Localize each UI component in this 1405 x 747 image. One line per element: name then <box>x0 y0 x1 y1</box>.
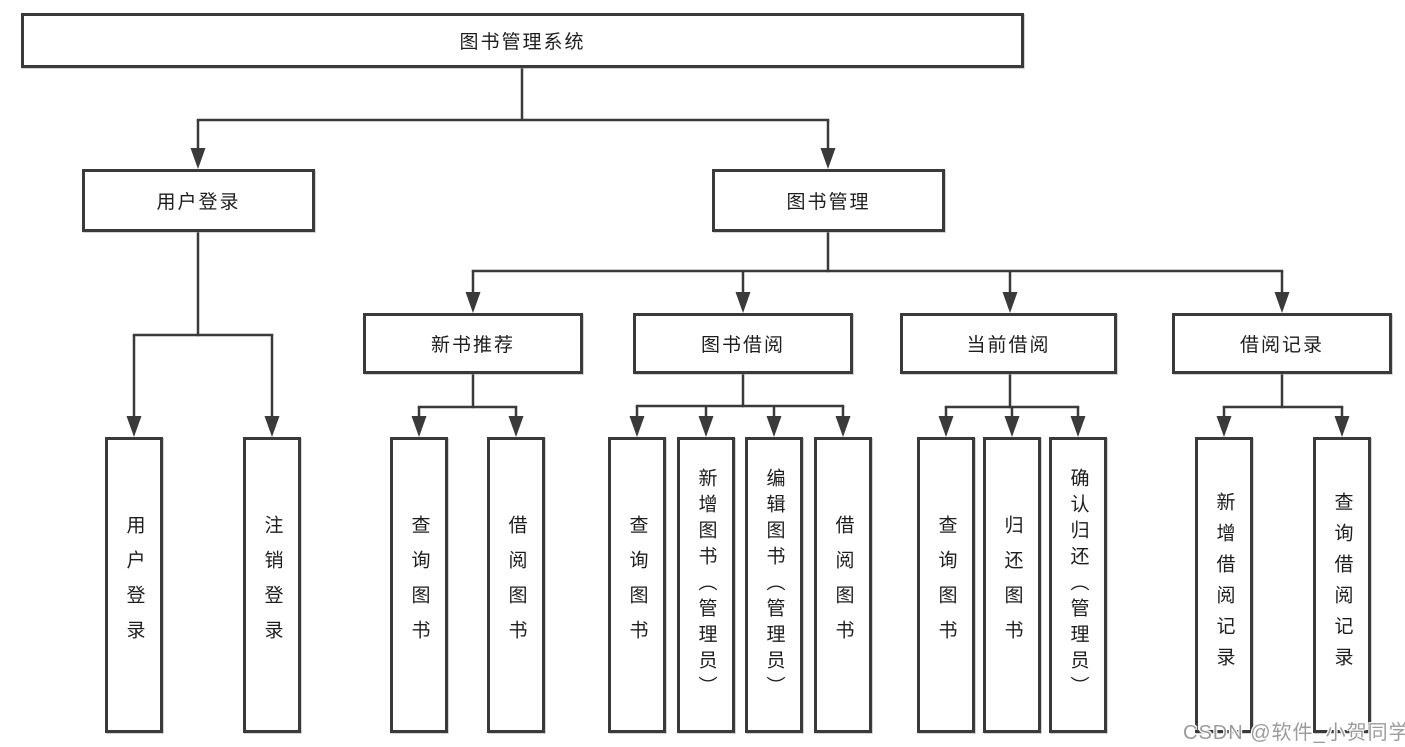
leaf-query-books-2: 查询图书 <box>608 437 666 733</box>
leaf-query-books-3: 查询图书 <box>917 437 975 733</box>
arrowheads <box>126 148 1350 437</box>
leaf-return-books: 归还图书 <box>983 437 1041 733</box>
leaf-borrow-books-2: 借阅图书 <box>814 437 872 733</box>
leaf-add-book-admin: 新增图书（管理员） <box>677 437 735 733</box>
leaf-add-borrow-record: 新增借阅记录 <box>1195 437 1253 733</box>
node-root-system: 图书管理系统 <box>21 13 1024 68</box>
node-new-book-recommend: 新书推荐 <box>363 313 583 374</box>
node-book-management: 图书管理 <box>712 169 945 232</box>
leaf-edit-book-admin: 编辑图书（管理员） <box>745 437 803 733</box>
node-user-login: 用户登录 <box>82 169 315 232</box>
leaf-query-borrow-record: 查询借阅记录 <box>1313 437 1371 733</box>
leaf-query-books-1: 查询图书 <box>390 437 448 733</box>
leaf-confirm-return-admin: 确认归还（管理员） <box>1049 437 1107 733</box>
csdn-watermark: CSDN @软件_小贺同学 <box>1183 722 1405 744</box>
leaf-logout-login: 注销登录 <box>243 437 301 733</box>
node-borrow-records: 借阅记录 <box>1172 313 1392 374</box>
leaf-borrow-books-1: 借阅图书 <box>487 437 545 733</box>
node-book-borrow: 图书借阅 <box>633 313 853 374</box>
leaf-user-login: 用户登录 <box>105 437 163 733</box>
node-current-borrow: 当前借阅 <box>900 313 1117 374</box>
